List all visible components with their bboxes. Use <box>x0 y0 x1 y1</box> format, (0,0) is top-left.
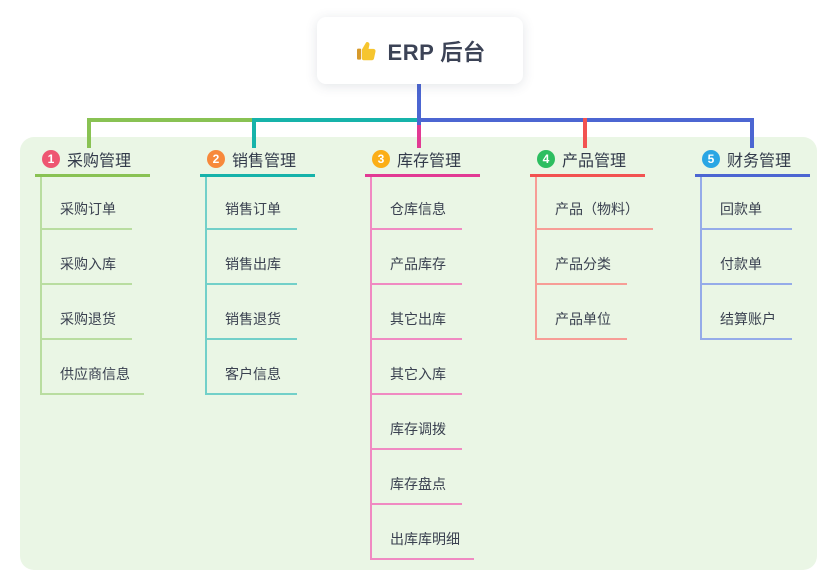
item-label: 其它出库 <box>390 311 446 327</box>
branch-title[interactable]: 4 产品管理 <box>530 144 645 177</box>
branch-label: 产品管理 <box>562 153 627 170</box>
item-label: 其它入库 <box>390 366 446 382</box>
mindmap-node-item[interactable]: 产品库存 <box>372 230 462 285</box>
item-label: 产品分类 <box>555 256 611 272</box>
branch-title[interactable]: 5 财务管理 <box>695 144 810 177</box>
item-label: 结算账户 <box>720 311 776 327</box>
branch-items: 销售订单 销售出库 销售退货 客户信息 <box>205 177 297 395</box>
mindmap-node-item[interactable]: 产品分类 <box>537 230 627 285</box>
item-label: 供应商信息 <box>60 366 130 382</box>
item-label: 销售出库 <box>225 256 281 272</box>
mindmap-node-item[interactable]: 库存盘点 <box>372 450 462 505</box>
branch-items: 回款单 付款单 结算账户 <box>700 177 792 340</box>
branch-label: 财务管理 <box>727 153 792 170</box>
branch-1: 1 采购管理 采购订单 采购入库 采购退货 供应商信息 <box>35 144 150 395</box>
item-label: 出库库明细 <box>390 531 460 547</box>
branch-title[interactable]: 3 库存管理 <box>365 144 480 177</box>
branch-number-badge: 4 <box>537 150 555 168</box>
item-label: 库存调拨 <box>390 421 446 437</box>
connector-drop-branch-4 <box>583 118 587 148</box>
item-label: 采购退货 <box>60 311 116 327</box>
mindmap-node-item[interactable]: 产品（物料） <box>537 177 653 230</box>
mindmap-node-item[interactable]: 出库库明细 <box>372 505 474 560</box>
branch-4: 4 产品管理 产品（物料） 产品分类 产品单位 <box>530 144 653 340</box>
item-label: 采购入库 <box>60 256 116 272</box>
branch-title[interactable]: 1 采购管理 <box>35 144 150 177</box>
mindmap-node-item[interactable]: 回款单 <box>702 177 792 230</box>
branch-label: 销售管理 <box>232 153 297 170</box>
branch-items: 采购订单 采购入库 采购退货 供应商信息 <box>40 177 144 395</box>
branch-number-badge: 5 <box>702 150 720 168</box>
mindmap-node-item[interactable]: 供应商信息 <box>42 340 144 395</box>
item-label: 客户信息 <box>225 366 281 382</box>
branch-label: 采购管理 <box>67 153 132 170</box>
mindmap-node-item[interactable]: 其它出库 <box>372 285 462 340</box>
connector-hline-branch-1 <box>87 118 257 122</box>
mindmap-node-item[interactable]: 采购订单 <box>42 177 132 230</box>
root-node[interactable]: ERP 后台 <box>317 17 523 84</box>
connector-root-vertical-line <box>417 83 421 125</box>
branch-number-badge: 1 <box>42 150 60 168</box>
connector-drop-branch-2 <box>252 118 256 148</box>
mindmap-node-item[interactable]: 产品单位 <box>537 285 627 340</box>
branch-5: 5 财务管理 回款单 付款单 结算账户 <box>695 144 810 340</box>
mindmap-node-item[interactable]: 销售退货 <box>207 285 297 340</box>
connector-hline-branch-2 <box>255 118 417 122</box>
branch-items: 产品（物料） 产品分类 产品单位 <box>535 177 653 340</box>
item-label: 产品（物料） <box>555 201 639 217</box>
item-label: 销售订单 <box>225 201 281 217</box>
branch-number-badge: 2 <box>207 150 225 168</box>
item-label: 采购订单 <box>60 201 116 217</box>
mindmap-node-item[interactable]: 客户信息 <box>207 340 297 395</box>
branches-panel <box>20 137 817 570</box>
mindmap-node-item[interactable]: 库存调拨 <box>372 395 462 450</box>
mindmap-node-item[interactable]: 付款单 <box>702 230 792 285</box>
connector-drop-branch-3 <box>417 121 421 148</box>
branch-items: 仓库信息 产品库存 其它出库 其它入库 库存调拨 库存盘点 出库库明细 <box>370 177 474 560</box>
item-label: 销售退货 <box>225 311 281 327</box>
branch-title[interactable]: 2 销售管理 <box>200 144 315 177</box>
mindmap-node-item[interactable]: 销售出库 <box>207 230 297 285</box>
item-label: 产品单位 <box>555 311 611 327</box>
item-label: 库存盘点 <box>390 476 446 492</box>
connector-drop-branch-1 <box>87 118 91 148</box>
thumbs-up-icon <box>355 39 379 63</box>
item-label: 付款单 <box>720 256 762 272</box>
branch-label: 库存管理 <box>397 153 462 170</box>
mindmap-node-item[interactable]: 结算账户 <box>702 285 792 340</box>
item-label: 产品库存 <box>390 256 446 272</box>
mindmap-node-item[interactable]: 其它入库 <box>372 340 462 395</box>
root-title: ERP 后台 <box>387 39 486 65</box>
mindmap-node-item[interactable]: 仓库信息 <box>372 177 462 230</box>
connector-drop-branch-5 <box>750 118 754 148</box>
item-label: 回款单 <box>720 201 762 217</box>
branch-2: 2 销售管理 销售订单 销售出库 销售退货 客户信息 <box>200 144 315 395</box>
item-label: 仓库信息 <box>390 201 446 217</box>
branch-number-badge: 3 <box>372 150 390 168</box>
mindmap-node-item[interactable]: 采购入库 <box>42 230 132 285</box>
mindmap-node-item[interactable]: 采购退货 <box>42 285 132 340</box>
branch-3: 3 库存管理 仓库信息 产品库存 其它出库 其它入库 库存调拨 库存盘点 出库库… <box>365 144 480 560</box>
mindmap-node-item[interactable]: 销售订单 <box>207 177 297 230</box>
